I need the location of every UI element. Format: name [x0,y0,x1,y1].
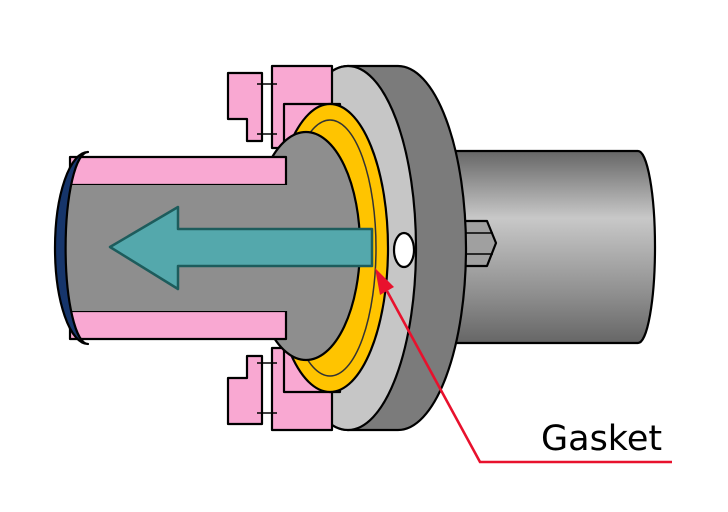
backing-flange-top [226,71,264,143]
bolt-bottom [257,362,277,414]
pipe-end-port [53,150,90,346]
flow-arrow [108,205,374,291]
pipe-wall-top [68,155,288,187]
bolt-top [257,83,277,135]
backing-flange-bottom [226,354,264,426]
gasket-leader-line [385,290,672,464]
bolt-pin [392,231,416,269]
gasket-leader [375,268,672,464]
gasket-leader-arrowhead [375,268,394,295]
pipe-right [450,149,657,345]
gasket-label: Gasket [541,419,662,459]
pipe-wall-bottom [68,309,288,341]
